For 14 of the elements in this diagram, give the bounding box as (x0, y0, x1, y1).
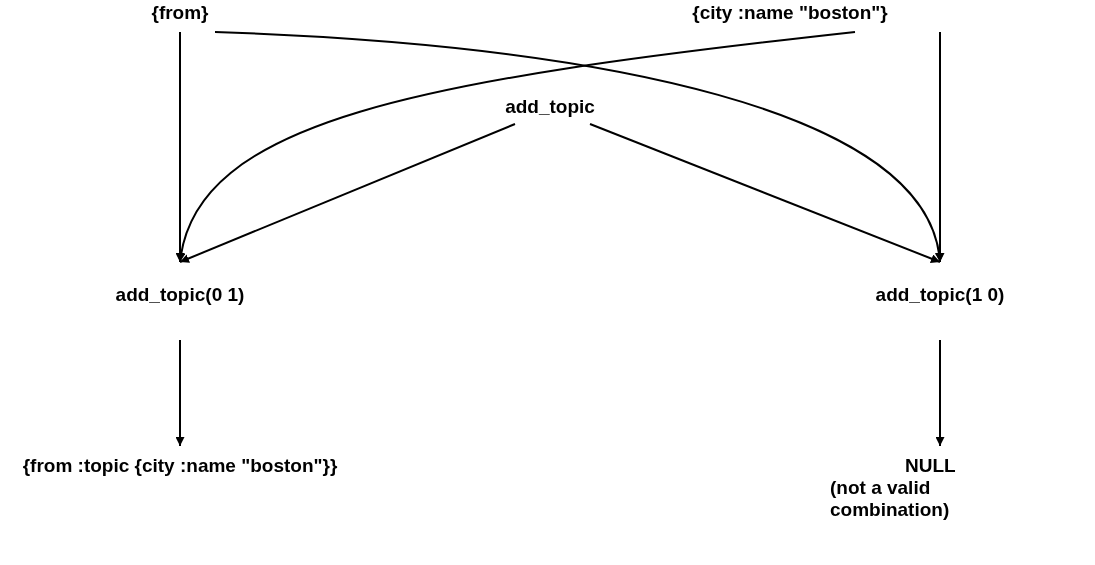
arrow (589, 123, 941, 263)
arrow (179, 123, 516, 263)
node-label: add_topic(1 0) (875, 284, 1005, 306)
node-label: NULL (905, 455, 956, 477)
arrow (177, 31, 856, 263)
node-label: {city :name "boston"} (692, 2, 888, 24)
node-label: (not a valid combination) (830, 477, 951, 521)
node-label: add_topic(0 1) (115, 284, 245, 306)
arrow (935, 31, 945, 263)
node-label: add_topic (505, 96, 595, 118)
arrow (935, 339, 945, 447)
node-label: {from} (151, 2, 209, 24)
node-label: {from :topic {city :name "boston"}} (22, 455, 338, 477)
arrow (175, 339, 185, 447)
